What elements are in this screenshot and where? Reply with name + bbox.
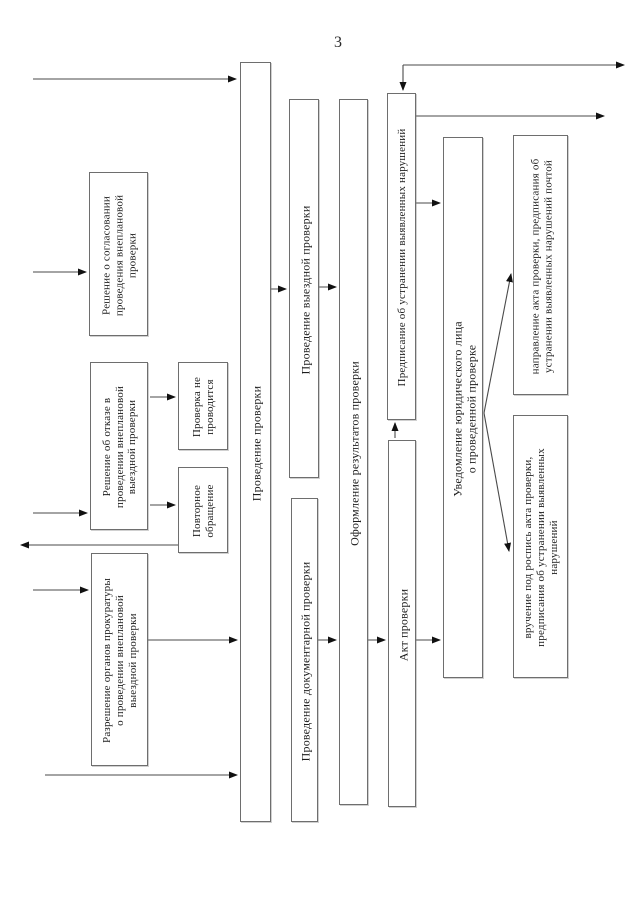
- bar-akt-proverki: Акт проверки: [388, 440, 416, 807]
- bar-predpisanie: Предписание об устранении выявленных нар…: [387, 93, 416, 420]
- box-reshenie-otkaz: Решение об отказе в проведении внепланов…: [90, 362, 148, 530]
- bar-akt-proverki-label: Акт проверки: [395, 588, 410, 661]
- box-proverka-ne-provoditsya-label: Проверка не проводится: [191, 376, 216, 438]
- bar-oformlenie-rezultatov-label: Оформление результатов проверки: [347, 360, 362, 546]
- arrow-uvedomlenie-to-vruchenie: [483, 412, 512, 552]
- box-proverka-ne-provoditsya: Проверка не проводится: [178, 362, 228, 450]
- bar-uvedomlenie-label: Уведомление юридического лица о проведен…: [449, 320, 478, 497]
- box-reshenie-otkaz-label: Решение об отказе в проведении внепланов…: [100, 385, 139, 509]
- box-razreshenie-prokuratury-label: Разрешение органов прокуратуры о проведе…: [101, 578, 139, 743]
- box-reshenie-soglasovanie-label: Решение о согласовании проведения внепла…: [100, 194, 138, 316]
- box-vruchenie-pod-rospis: вручение под роспись акта проверки, пред…: [513, 415, 568, 678]
- page-number: 3: [334, 34, 342, 51]
- bar-provedenie-vyezdnoy-label: Проведение выездной проверки: [297, 205, 312, 374]
- bar-uvedomlenie: Уведомление юридического лица о проведен…: [443, 137, 483, 678]
- bar-provedenie-proverki-label: Проведение проверки: [249, 385, 264, 501]
- box-povtornoe-obraschenie-label: Повторное обращение: [191, 484, 216, 538]
- bar-provedenie-dokumentarnoy-label: Проведение документарной проверки: [298, 561, 313, 761]
- bar-provedenie-dokumentarnoy: Проведение документарной проверки: [291, 498, 318, 822]
- box-razreshenie-prokuratury: Разрешение органов прокуратуры о проведе…: [91, 553, 148, 766]
- bar-provedenie-vyezdnoy: Проведение выездной проверки: [289, 99, 319, 478]
- box-povtornoe-obraschenie: Повторное обращение: [178, 467, 228, 553]
- bar-oformlenie-rezultatov: Оформление результатов проверки: [339, 99, 368, 805]
- box-napravlenie-pochtoy: направление акта проверки, предписания о…: [513, 135, 568, 395]
- box-napravlenie-pochtoy-label: направление акта проверки, предписания о…: [528, 158, 554, 374]
- box-vruchenie-pod-rospis-label: вручение под роспись акта проверки, пред…: [522, 448, 560, 647]
- bar-provedenie-proverki: Проведение проверки: [240, 62, 271, 822]
- bar-predpisanie-label: Предписание об устранении выявленных нар…: [396, 128, 409, 387]
- box-reshenie-soglasovanie: Решение о согласовании проведения внепла…: [89, 172, 148, 336]
- arrow-uvedomlenie-to-napravlenie: [483, 273, 513, 414]
